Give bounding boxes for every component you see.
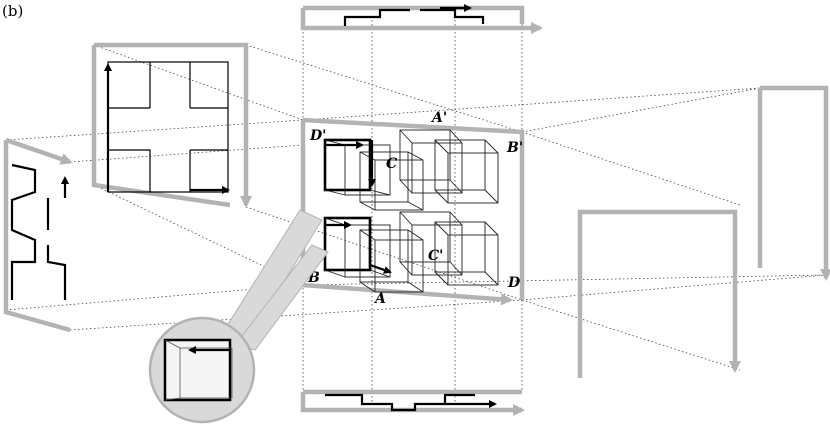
cube-grid	[323, 129, 499, 293]
label-d-prime: D'	[309, 128, 326, 144]
label-c: C	[386, 156, 397, 172]
bottom-projection-frame	[300, 389, 525, 416]
top-projection-frame	[300, 4, 543, 34]
right-projection-frames	[577, 85, 830, 378]
label-c-prime: C'	[428, 248, 443, 264]
label-b-prime: B'	[506, 140, 523, 156]
far-left-projection-frame	[3, 137, 73, 333]
left-back-projection-frame	[91, 42, 252, 208]
label-a-prime: A'	[430, 110, 447, 126]
inset-magnifier	[148, 209, 329, 424]
panel-label: (b)	[2, 2, 24, 20]
curve-path	[325, 140, 392, 274]
label-d: D	[507, 275, 521, 291]
label-a: A	[373, 291, 386, 307]
